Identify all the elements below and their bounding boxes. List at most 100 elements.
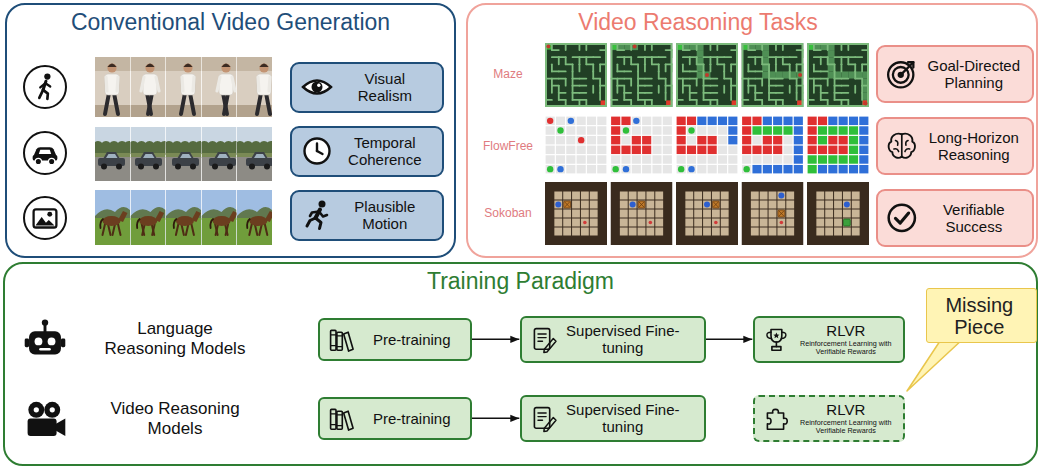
illustration-part <box>779 211 784 216</box>
illustration-part <box>704 71 711 78</box>
illustration-part <box>632 136 641 144</box>
illustration-part <box>763 155 772 163</box>
illustration-part <box>852 201 860 209</box>
illustration-part <box>841 92 848 94</box>
box-label: Long-Horizon Reasoning <box>924 129 1024 164</box>
illustration-part <box>852 228 860 236</box>
flowfree-frame-content <box>676 116 738 174</box>
video-frame-content <box>202 127 237 181</box>
illustration-part <box>611 136 620 144</box>
illustration-part <box>34 209 57 227</box>
illustration-part <box>616 79 618 86</box>
illustration-part <box>687 117 696 125</box>
illustration-part <box>796 93 798 100</box>
illustration-part <box>28 419 57 436</box>
illustration-part <box>783 63 790 65</box>
illustration-part <box>617 78 624 80</box>
car-icon <box>33 147 58 164</box>
illustration-part <box>742 182 804 245</box>
illustration-part <box>849 136 858 144</box>
illustration-part <box>638 85 645 87</box>
video-frame <box>234 127 277 181</box>
illustration-part <box>814 49 821 51</box>
illustration-part <box>597 165 606 173</box>
illustration-part <box>704 92 711 94</box>
panel-title: Conventional Video Generation <box>7 9 454 35</box>
sokoban-frame-content <box>676 182 738 245</box>
illustration-part <box>708 136 717 144</box>
icon-part <box>767 329 786 350</box>
illustration-part <box>573 99 580 101</box>
illustration-part <box>578 137 584 143</box>
illustration-part <box>808 146 817 154</box>
illustration-part <box>703 71 705 78</box>
illustration-part <box>176 224 179 235</box>
illustration-part <box>751 228 759 236</box>
illustration-part <box>556 136 565 144</box>
icon-part <box>311 82 322 93</box>
illustration-part <box>642 117 651 125</box>
illustration-part <box>590 219 598 227</box>
row-label: FlowFree <box>474 139 542 153</box>
illustration-part <box>258 77 259 91</box>
icon-part <box>901 134 903 156</box>
illustration-part <box>645 92 652 94</box>
illustration-part <box>546 155 555 163</box>
illustration-part <box>655 192 663 200</box>
illustration-part <box>559 92 566 94</box>
row-label: Maze <box>474 67 542 81</box>
illustration-part <box>783 126 792 134</box>
flowfree-frame-content <box>742 116 804 174</box>
illustration-part <box>217 77 220 91</box>
icon-part <box>330 409 335 429</box>
illustration-part <box>190 93 194 114</box>
icon-part <box>310 212 319 217</box>
illustration-part <box>710 78 717 80</box>
illustration-part <box>566 63 573 65</box>
illustration-part <box>557 127 563 133</box>
illustration-part <box>825 192 833 200</box>
illustration-part <box>818 136 827 144</box>
illustration-part <box>769 85 776 87</box>
illustration-part <box>579 57 581 64</box>
illustration-part <box>183 63 192 72</box>
illustration-part <box>563 228 571 236</box>
illustration-part <box>742 126 751 134</box>
illustration-part <box>652 126 661 134</box>
illustration-part <box>840 137 846 143</box>
illustration-part <box>728 165 737 173</box>
illustration-part <box>687 155 696 163</box>
illustration-part <box>577 146 586 154</box>
illustration-part <box>794 126 803 134</box>
illustration-part <box>227 164 233 170</box>
illustration-part <box>599 93 601 100</box>
illustration-part <box>742 43 804 107</box>
illustration-part <box>683 49 690 51</box>
illustration-part <box>565 57 567 64</box>
illustration-part <box>632 146 641 154</box>
illustration-part <box>545 182 607 245</box>
illustration-part <box>703 201 711 209</box>
illustration-part <box>230 141 237 155</box>
illustration-part <box>683 56 690 58</box>
illustration-part <box>769 71 776 78</box>
illustration-part <box>663 146 672 154</box>
illustration-part <box>617 49 624 51</box>
illustration-part <box>697 136 706 144</box>
illustration-part <box>751 219 759 227</box>
icon-part <box>330 335 342 347</box>
illustration-part <box>637 64 639 71</box>
flowfree-frame <box>611 116 673 174</box>
illustration-part <box>689 86 691 93</box>
illustration-part <box>655 201 663 209</box>
illustration-part <box>808 155 817 163</box>
illustration-part <box>762 71 769 78</box>
illustration-part <box>768 86 770 93</box>
sokoban-frame-content <box>807 182 869 245</box>
illustration-part <box>638 92 645 94</box>
illustration-part <box>572 86 574 93</box>
illustration-part <box>593 56 600 58</box>
icon-part <box>773 332 779 338</box>
illustration-part <box>769 228 777 236</box>
puzzle-icon <box>762 404 791 433</box>
